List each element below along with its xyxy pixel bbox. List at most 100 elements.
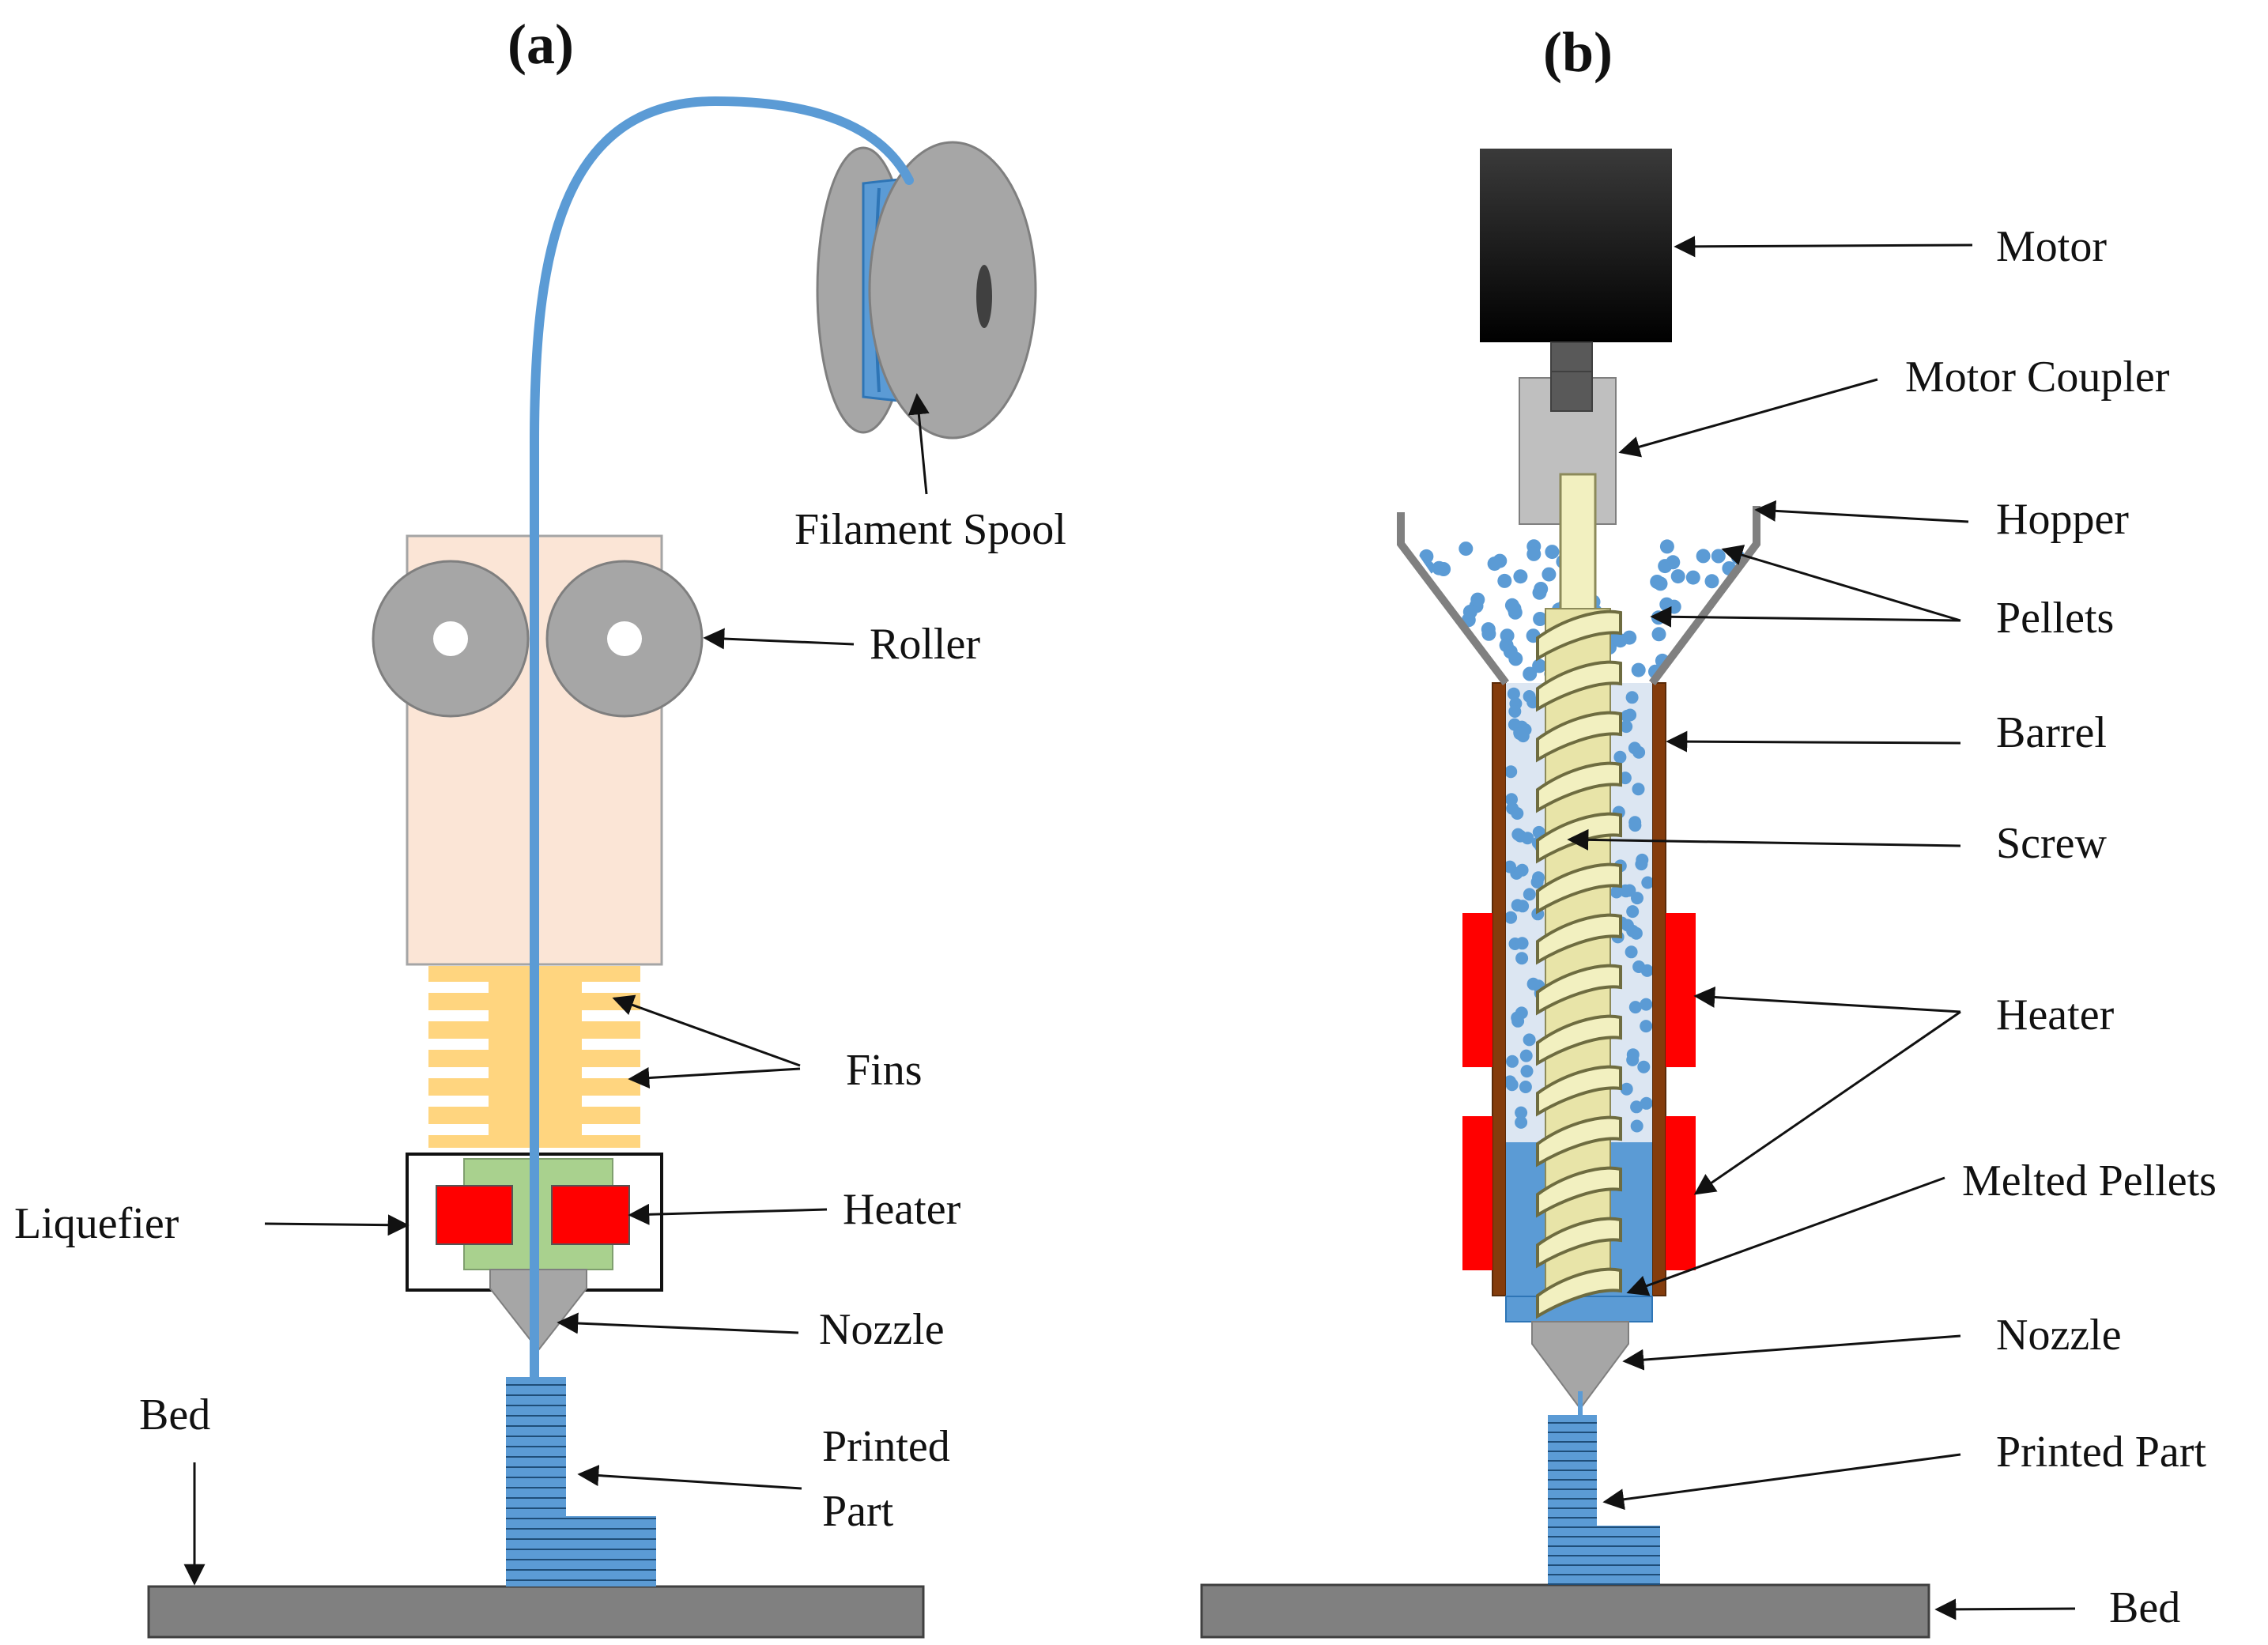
pellet [1519, 1049, 1533, 1062]
fin-slot [428, 1124, 489, 1135]
label-hopper: Hopper [1996, 495, 2129, 544]
fin-slot [582, 1039, 640, 1050]
pellet [1651, 627, 1666, 642]
screw-flight [1536, 761, 1622, 813]
label-bed-a: Bed [139, 1390, 210, 1439]
printed-part-a [506, 1377, 656, 1587]
pellet [1619, 884, 1632, 897]
pellet [1515, 952, 1529, 965]
pellet [1670, 569, 1685, 584]
fin-slot [582, 1067, 640, 1078]
pellet [1613, 633, 1628, 648]
screw-flight [1536, 660, 1622, 712]
pellet [1519, 1081, 1532, 1093]
pellet [1520, 1065, 1534, 1078]
pellet [1506, 765, 1518, 779]
fin-slot [428, 1067, 489, 1078]
pellet [1711, 549, 1726, 564]
pellet [1685, 570, 1700, 585]
pellet [1533, 612, 1548, 626]
pellet [1514, 829, 1527, 843]
pellet [1613, 750, 1627, 764]
pellet [1629, 926, 1643, 940]
pellet [1530, 875, 1544, 889]
pellet [1659, 539, 1674, 554]
pellet [1666, 555, 1681, 570]
label-nozzle-b: Nozzle [1996, 1311, 2122, 1360]
pellet [1640, 998, 1652, 1011]
pellet [1523, 888, 1536, 901]
nozzle-b [1531, 1321, 1629, 1410]
pellet [1632, 745, 1646, 759]
barrel-pellets [1506, 687, 1652, 1133]
pellet [1628, 816, 1642, 829]
motor [1480, 149, 1672, 342]
heater-right-a [551, 1185, 630, 1245]
pellet [1523, 690, 1536, 703]
label-motor: Motor [1996, 222, 2107, 271]
heater-left-a [436, 1185, 513, 1245]
fin-slot [428, 1039, 489, 1050]
pellet [1515, 937, 1529, 950]
filament-spool [816, 141, 1037, 440]
panel-a-title: (a) [508, 13, 574, 76]
fin-slot [582, 1096, 640, 1107]
filament [530, 96, 914, 1382]
label-printed-line2: Part [822, 1487, 894, 1536]
pellet [1704, 574, 1719, 589]
pellet [1506, 860, 1516, 873]
fin-slot [582, 1124, 640, 1135]
pellet [1636, 853, 1649, 866]
pellet [1503, 644, 1518, 659]
label-bed-b: Bed [2109, 1583, 2180, 1632]
pellet [1628, 1001, 1642, 1014]
pellet [1637, 1060, 1651, 1073]
pellet [1632, 960, 1646, 973]
screw-flight [1536, 1217, 1622, 1269]
pellet [1470, 592, 1485, 607]
arrows-a [183, 393, 930, 1586]
screw-flight [1536, 862, 1622, 915]
label-fins: Fins [846, 1046, 923, 1095]
pellet [1545, 545, 1560, 560]
label-pellets: Pellets [1996, 594, 2114, 643]
label-liquefier: Liquefier [14, 1199, 179, 1248]
pellet [1631, 662, 1646, 677]
pellet [1506, 911, 1518, 924]
pellet [1630, 1119, 1643, 1133]
label-barrel: Barrel [1996, 708, 2107, 757]
pellet [1532, 658, 1547, 673]
bed-a [147, 1585, 925, 1639]
label-printed-line1: Printed [822, 1422, 950, 1471]
heater-b-left-upper [1462, 913, 1493, 1067]
label-nozzle-a: Nozzle [819, 1305, 945, 1354]
pellet [1630, 1100, 1643, 1114]
pellet [1419, 549, 1434, 564]
screw-flight [1536, 964, 1622, 1016]
heater-b-right-lower [1666, 1116, 1696, 1270]
heaters-b [1462, 913, 1696, 1270]
pellet [1511, 1014, 1525, 1028]
pellet [1526, 977, 1540, 990]
rollers [372, 560, 704, 718]
fin-slot [428, 1010, 489, 1021]
label-heater-b: Heater [1996, 990, 2115, 1039]
screw-flight [1536, 1166, 1622, 1218]
pellet [1507, 602, 1522, 616]
hopper-left-wall [1397, 512, 1509, 686]
heater-b-right-upper [1666, 913, 1696, 1067]
pellet [1641, 876, 1652, 889]
pellet [1487, 557, 1502, 572]
label-motor-coupler: Motor Coupler [1905, 353, 2170, 402]
pellet [1513, 569, 1528, 584]
pellet [1506, 793, 1518, 806]
pellet [1508, 705, 1522, 718]
fin-slot [582, 982, 640, 993]
printed-part-b [1548, 1415, 1660, 1585]
label-heater-a: Heater [843, 1185, 961, 1234]
pellet [1507, 687, 1520, 700]
pellet [1511, 899, 1524, 912]
pellet [1640, 1096, 1652, 1110]
